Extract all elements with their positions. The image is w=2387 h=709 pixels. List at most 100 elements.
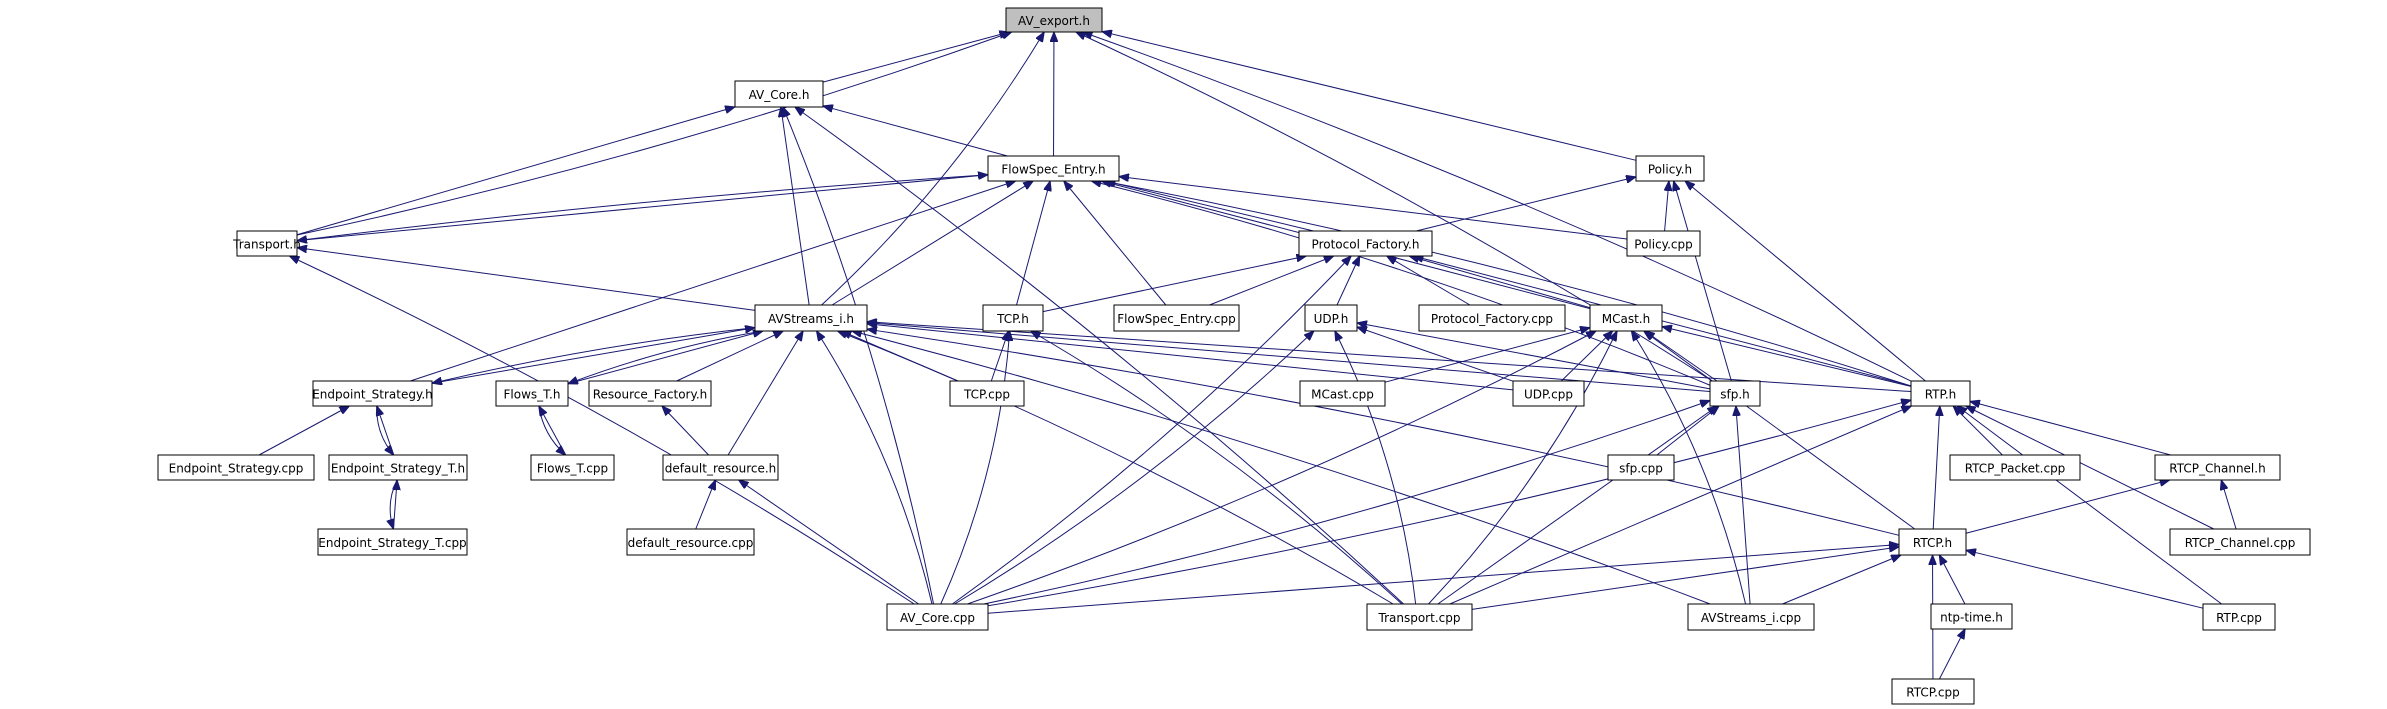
edge-transport-h-to-flowspec-entry-h xyxy=(296,175,988,242)
node-label: RTCP_Packet.cpp xyxy=(1965,462,2066,476)
edge-endpoint-strategy-h-to-endpoint-strategy-t-h xyxy=(376,405,394,455)
node-box xyxy=(754,304,868,332)
node-policy-h[interactable]: Policy.h xyxy=(1635,155,1705,182)
node-av-core-cpp[interactable]: AV_Core.cpp xyxy=(886,603,989,631)
node-sfp-cpp[interactable]: sfp.cpp xyxy=(1607,454,1675,481)
node-label: AVStreams_i.cpp xyxy=(1701,611,1801,625)
edge-transport-cpp-to-rtcp-h xyxy=(1471,547,1899,610)
node-avstreams-i-h[interactable]: AVStreams_i.h xyxy=(754,304,868,332)
edge-av-core-cpp-to-sfp-h xyxy=(983,401,1710,605)
edge-rtcp-channel-h-to-rtp-h xyxy=(1970,401,2171,456)
node-box xyxy=(1298,230,1433,257)
node-box xyxy=(1891,678,1975,705)
node-flowspec-entry-h[interactable]: FlowSpec_Entry.h xyxy=(987,155,1120,182)
edge-flowspec-entry-cpp-to-flowspec-entry-h xyxy=(1064,181,1167,306)
edge-rtcp-packet-cpp-to-rtp-h xyxy=(1953,406,2003,456)
edge-transport-cpp-to-rtp-h xyxy=(1449,406,1912,605)
edge-tcp-h-to-flowspec-entry-h xyxy=(1016,181,1051,306)
edge-av-core-cpp-to-rtp-h xyxy=(987,400,1911,607)
edge-av-core-cpp-to-protocol-factory-h xyxy=(952,256,1351,605)
edge-rtp-h-to-av-export-h xyxy=(1082,32,1912,382)
node-label: RTCP.cpp xyxy=(1906,686,1959,700)
node-default-resource-h[interactable]: default_resource.h xyxy=(662,454,779,481)
edge-transport-cpp-to-sfp-h xyxy=(1437,406,1718,605)
node-default-resource-cpp[interactable]: default_resource.cpp xyxy=(626,528,755,556)
node-av-core-h[interactable]: AV_Core.h xyxy=(734,80,824,108)
edge-protocol-factory-h-to-flowspec-entry-h xyxy=(1106,181,1314,232)
edge-rtcp-h-to-mcast-h xyxy=(1644,331,1916,530)
node-box xyxy=(886,603,989,631)
node-rtcp-channel-h[interactable]: RTCP_Channel.h xyxy=(2154,454,2281,481)
edge-endpoint-strategy-t-h-to-endpoint-strategy-h xyxy=(377,406,395,456)
edge-rtcp-h-to-rtcp-channel-h xyxy=(1965,480,2170,534)
node-transport-cpp[interactable]: Transport.cpp xyxy=(1366,603,1473,631)
edge-protocol-factory-cpp-to-protocol-factory-h xyxy=(1387,256,1471,306)
edge-mcast-h-to-protocol-factory-h xyxy=(1409,256,1591,309)
node-box xyxy=(1607,454,1675,481)
node-mcast-cpp[interactable]: MCast.cpp xyxy=(1299,380,1386,407)
node-ntp-time-h[interactable]: ntp-time.h xyxy=(1930,603,2013,630)
node-box xyxy=(2202,603,2276,631)
node-rtcp-packet-cpp[interactable]: RTCP_Packet.cpp xyxy=(1949,454,2081,481)
node-box xyxy=(1687,603,1815,631)
edge-rtcp-channel-cpp-to-rtcp-channel-h xyxy=(2221,480,2237,530)
edge-rtp-cpp-to-rtcp-h xyxy=(1966,550,2204,609)
node-policy-cpp[interactable]: Policy.cpp xyxy=(1626,230,1701,257)
node-protocol-factory-h[interactable]: Protocol_Factory.h xyxy=(1298,230,1433,257)
node-box xyxy=(2169,528,2311,556)
node-endpoint-strategy-h[interactable]: Endpoint_Strategy.h xyxy=(312,380,433,407)
node-rtcp-cpp[interactable]: RTCP.cpp xyxy=(1891,678,1975,705)
node-protocol-factory-cpp[interactable]: Protocol_Factory.cpp xyxy=(1418,304,1566,332)
node-endpoint-strategy-t-h[interactable]: Endpoint_Strategy_T.h xyxy=(328,454,468,481)
node-flows-t-cpp[interactable]: Flows_T.cpp xyxy=(530,454,615,481)
edge-av-core-cpp-to-avstreams-i-h xyxy=(817,331,933,605)
node-resource-factory-h[interactable]: Resource_Factory.h xyxy=(588,380,712,407)
node-label: AV_export.h xyxy=(1018,14,1090,28)
node-endpoint-strategy-cpp[interactable]: Endpoint_Strategy.cpp xyxy=(157,454,315,481)
edge-udp-cpp-to-mcast-h xyxy=(1560,331,1612,382)
edge-av-core-cpp-to-mcast-h xyxy=(967,331,1596,605)
node-sfp-h[interactable]: sfp.h xyxy=(1709,380,1761,407)
edge-avstreams-i-h-to-transport-h xyxy=(297,248,756,311)
node-av-export-h[interactable]: AV_export.h xyxy=(1005,7,1103,33)
node-box xyxy=(1512,380,1585,407)
edge-udp-cpp-to-udp-h xyxy=(1357,327,1514,382)
node-box xyxy=(1949,454,2081,481)
node-label: Protocol_Factory.h xyxy=(1312,238,1420,252)
node-box xyxy=(1113,304,1240,332)
edge-avstreams-i-h-to-flows-t-h xyxy=(568,330,764,384)
edge-avstreams-i-h-to-av-export-h xyxy=(821,32,1045,306)
edge-endpoint-strategy-h-to-avstreams-i-h xyxy=(431,328,755,384)
edge-transport-cpp-to-av-core-h xyxy=(795,107,1404,605)
node-avstreams-i-cpp[interactable]: AVStreams_i.cpp xyxy=(1687,603,1815,631)
node-box xyxy=(662,454,779,481)
node-tcp-h[interactable]: TCP.h xyxy=(982,304,1044,332)
node-flows-t-h[interactable]: Flows_T.h xyxy=(495,380,569,407)
node-endpoint-strategy-t-cpp[interactable]: Endpoint_Strategy_T.cpp xyxy=(317,528,468,556)
node-transport-h[interactable]: Transport.h xyxy=(232,230,301,257)
edge-avstreams-i-h-to-av-core-h xyxy=(781,107,810,306)
edge-avstreams-i-h-to-flowspec-entry-h xyxy=(831,181,1033,306)
node-rtp-h[interactable]: RTP.h xyxy=(1910,380,1971,407)
node-label: AVStreams_i.h xyxy=(768,312,854,326)
node-rtcp-channel-cpp[interactable]: RTCP_Channel.cpp xyxy=(2169,528,2311,556)
node-tcp-cpp[interactable]: TCP.cpp xyxy=(949,380,1025,407)
node-label: Policy.h xyxy=(1648,163,1692,177)
node-box xyxy=(588,380,712,407)
edge-policy-cpp-to-flowspec-entry-h xyxy=(1119,177,1628,240)
node-box xyxy=(1930,603,2013,630)
edge-av-core-cpp-to-av-core-h xyxy=(783,107,935,605)
edge-flowspec-entry-cpp-to-protocol-factory-h xyxy=(1209,256,1333,306)
node-udp-h[interactable]: UDP.h xyxy=(1304,304,1358,332)
node-rtcp-h[interactable]: RTCP.h xyxy=(1898,528,1967,556)
edge-mcast-cpp-to-mcast-h xyxy=(1384,328,1590,383)
node-mcast-h[interactable]: MCast.h xyxy=(1589,304,1663,332)
node-rtp-cpp[interactable]: RTP.cpp xyxy=(2202,603,2276,631)
node-udp-cpp[interactable]: UDP.cpp xyxy=(1512,380,1585,407)
node-flowspec-entry-cpp[interactable]: FlowSpec_Entry.cpp xyxy=(1113,304,1240,332)
node-box xyxy=(1366,603,1473,631)
edge-avstreams-i-cpp-to-rtcp-h xyxy=(1782,555,1901,605)
node-box xyxy=(1635,155,1705,182)
node-box xyxy=(982,304,1044,332)
